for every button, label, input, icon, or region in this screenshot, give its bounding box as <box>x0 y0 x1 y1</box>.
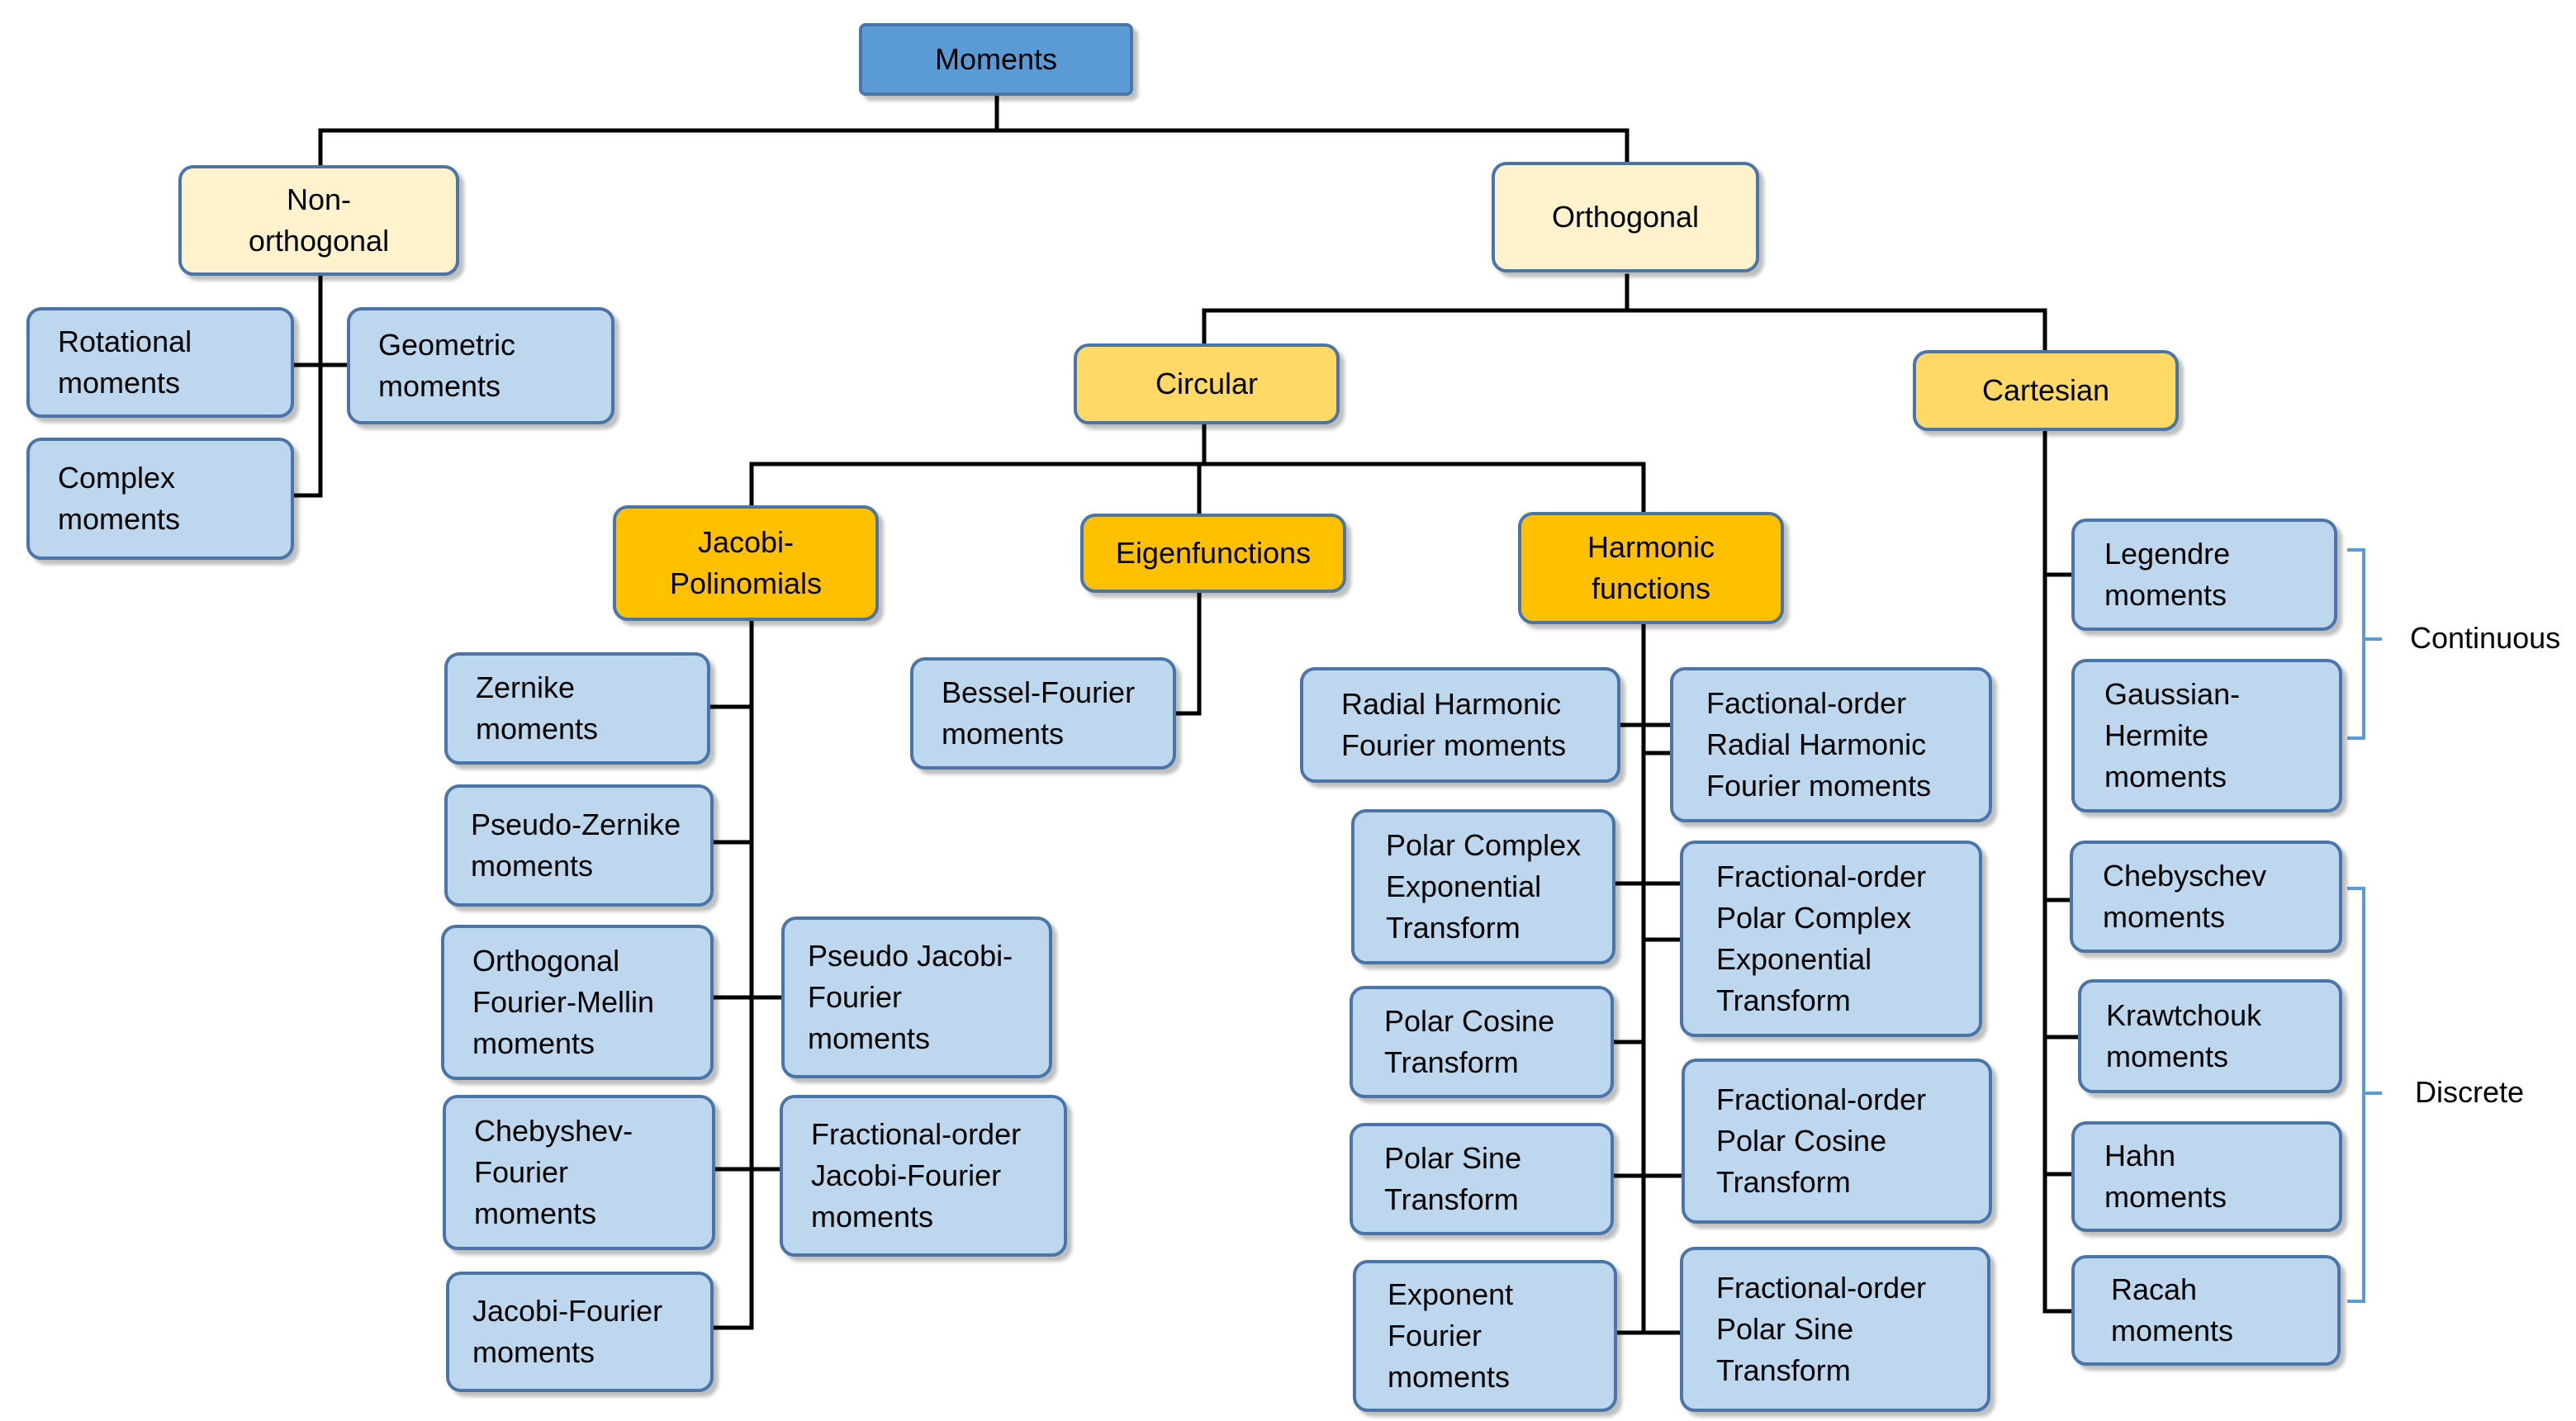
leaf-bessel-fourier-moments[interactable]: Bessel-Fourier moments <box>910 657 1176 770</box>
leaf-exponent-fourier-moments[interactable]: Exponent Fourier moments <box>1353 1260 1617 1412</box>
leaf-fractional-order-polar-sine-transform[interactable]: Fractional-order Polar Sine Transform <box>1680 1247 1990 1412</box>
leaf-fractional-order-polar-complex-exponential-transform[interactable]: Fractional-order Polar Complex Exponenti… <box>1680 841 1982 1037</box>
node-eigenfunctions[interactable]: Eigenfunctions <box>1080 514 1346 593</box>
leaf-radial-harmonic-fourier-moments[interactable]: Radial Harmonic Fourier moments <box>1300 667 1620 783</box>
node-harmonic-functions[interactable]: Harmonic functions <box>1518 512 1784 624</box>
leaf-gaussian-hermite-moments[interactable]: Gaussian- Hermite moments <box>2071 659 2342 812</box>
node-circular[interactable]: Circular <box>1074 343 1340 424</box>
leaf-factional-order-radial-harmonic-fourier-moments[interactable]: Factional-order Radial Harmonic Fourier … <box>1670 667 1992 822</box>
leaf-polar-complex-exponential-transform[interactable]: Polar Complex Exponential Transform <box>1351 809 1615 964</box>
group-label-discrete: Discrete <box>2415 1075 2525 1109</box>
leaf-polar-sine-transform[interactable]: Polar Sine Transform <box>1350 1123 1614 1235</box>
leaf-hahn-moments[interactable]: Hahn moments <box>2071 1121 2342 1232</box>
leaf-orthogonal-fourier-mellin-moments[interactable]: Orthogonal Fourier-Mellin moments <box>441 925 714 1080</box>
node-moments[interactable]: Moments <box>859 23 1133 96</box>
leaf-jacobi-fourier-moments[interactable]: Jacobi-Fourier moments <box>446 1272 714 1392</box>
leaf-polar-cosine-transform[interactable]: Polar Cosine Transform <box>1350 986 1614 1098</box>
leaf-chebyschev-moments[interactable]: Chebyschev moments <box>2070 841 2342 953</box>
node-jacobi-polinomials[interactable]: Jacobi- Polinomials <box>613 505 879 621</box>
node-non-orthogonal[interactable]: Non- orthogonal <box>178 165 459 276</box>
node-cartesian[interactable]: Cartesian <box>1913 350 2179 431</box>
leaf-pseudo-zernike-moments[interactable]: Pseudo-Zernike moments <box>444 784 714 907</box>
group-label-continuous: Continuous <box>2410 621 2561 655</box>
leaf-complex-moments[interactable]: Complex moments <box>26 438 294 560</box>
leaf-pseudo-jacobi-fourier-moments[interactable]: Pseudo Jacobi- Fourier moments <box>781 917 1052 1078</box>
leaf-legendre-moments[interactable]: Legendre moments <box>2071 519 2337 631</box>
leaf-geometric-moments[interactable]: Geometric moments <box>347 307 614 424</box>
leaf-rotational-moments[interactable]: Rotational moments <box>26 307 294 418</box>
group-brackets <box>2347 548 2382 1303</box>
node-orthogonal[interactable]: Orthogonal <box>1492 162 1759 272</box>
leaf-krawtchouk-moments[interactable]: Krawtchouk moments <box>2078 979 2342 1093</box>
leaf-chebyshev-fourier-moments[interactable]: Chebyshev- Fourier moments <box>443 1095 715 1250</box>
leaf-fractional-order-polar-cosine-transform[interactable]: Fractional-order Polar Cosine Transform <box>1682 1059 1992 1224</box>
leaf-zernike-moments[interactable]: Zernike moments <box>444 652 710 765</box>
leaf-fractional-order-jacobi-fourier-moments[interactable]: Fractional-order Jacobi-Fourier moments <box>780 1095 1067 1257</box>
leaf-racah-moments[interactable]: Racah moments <box>2071 1255 2341 1366</box>
